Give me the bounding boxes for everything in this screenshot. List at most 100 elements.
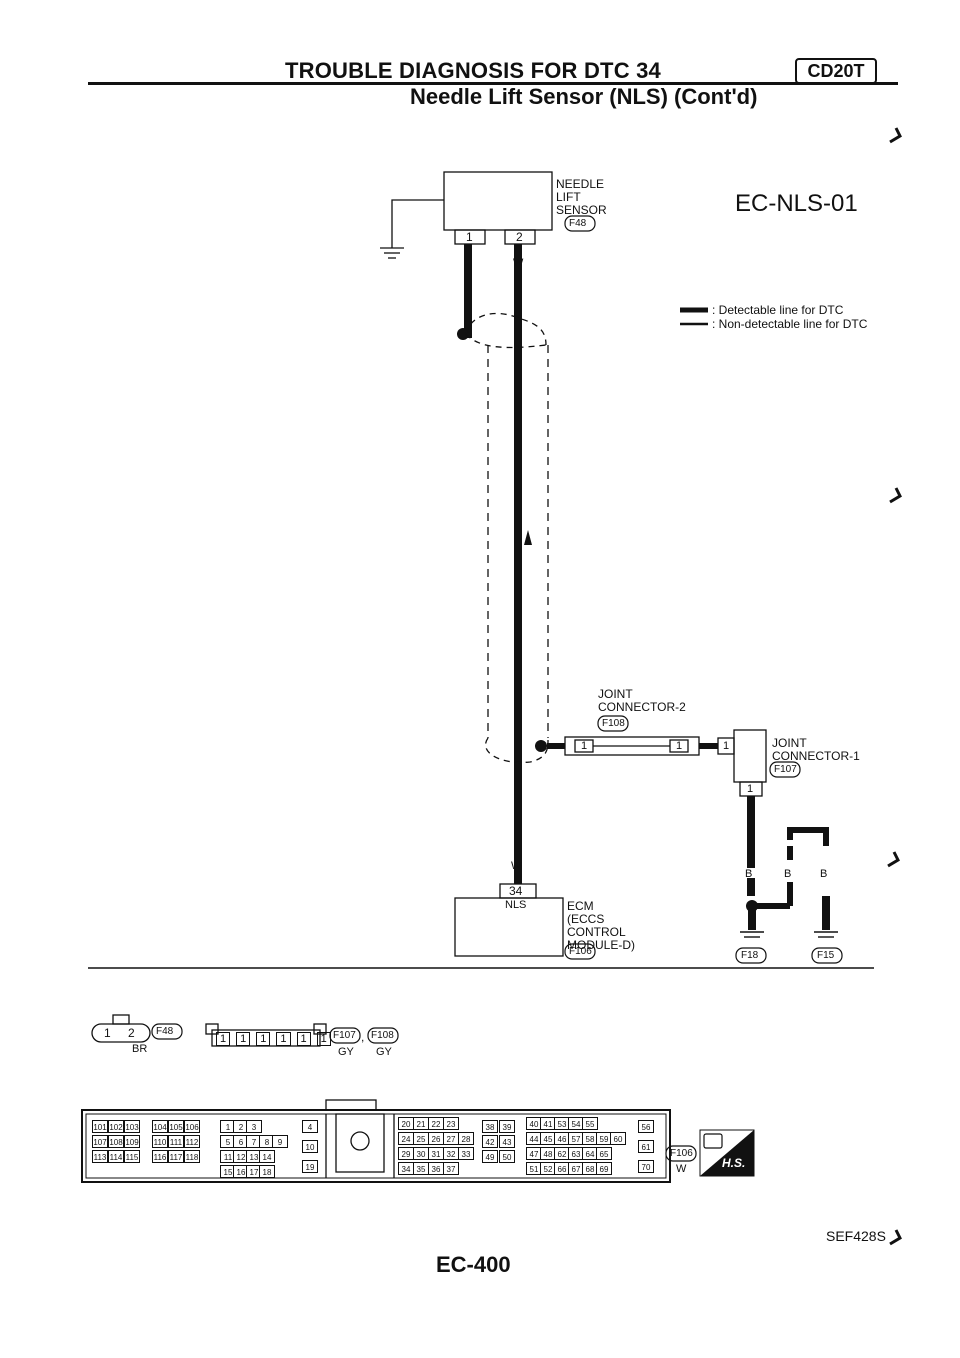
f48-connector-shape: [91, 1023, 151, 1043]
shield-drain-wire: [464, 244, 472, 338]
joint1-pin-bottom: 1: [747, 783, 754, 795]
ecm-pin-cell: 113: [92, 1150, 108, 1163]
ecm-pin-cell: 70: [638, 1160, 654, 1173]
ecm-pin-cell: 116: [152, 1150, 168, 1163]
page-subtitle: Needle Lift Sensor (NLS) (Cont'd): [410, 84, 758, 109]
ground-f15-id: F15: [817, 950, 835, 961]
ecm-pin-cell: 43: [499, 1135, 515, 1148]
joint2-label: JOINT CONNECTOR-2: [598, 687, 686, 714]
ecm-pin-cell: 117: [168, 1150, 184, 1163]
ecm-pin-cell: 107: [92, 1135, 108, 1148]
f106-tag-shape: [564, 943, 596, 960]
f48-connector-key: [112, 1014, 130, 1025]
f107-pin: 1: [296, 1032, 311, 1046]
f48-pin-1: 1: [104, 1026, 111, 1040]
f48-view-tag-shape: [151, 1023, 183, 1040]
ecm-pin-cell: 14: [259, 1150, 275, 1163]
f48-tag-shape: [564, 215, 596, 232]
sensor-pin2: 2: [516, 230, 523, 244]
ecm-pin-cell: 38: [482, 1120, 498, 1133]
margin-mark-2: [889, 487, 902, 504]
f107-view-sep: ,: [361, 1030, 365, 1044]
margin-mark-4: [889, 1229, 902, 1246]
f107-pin: 1: [216, 1032, 231, 1046]
hs-icon: [700, 1130, 754, 1176]
ecm-pin-cell: 32: [443, 1147, 459, 1160]
ecm-pin-cell: 26: [428, 1132, 444, 1145]
ecm-pin-label: NLS: [505, 899, 527, 911]
margin-mark-3: [887, 851, 900, 868]
ecm-pin-cell: 64: [582, 1147, 598, 1160]
header-rule: [88, 82, 898, 85]
ecm-connector-bolt: [350, 1131, 370, 1151]
ecm-pin-cell: 9: [272, 1135, 288, 1148]
ecm-pin-cell: 18: [259, 1165, 275, 1178]
joint2-connector-id: F108: [602, 718, 625, 729]
sensor-pin1: 1: [466, 230, 473, 244]
ecm-wire-color: W: [511, 860, 522, 872]
ecm-pin-cell: 55: [582, 1117, 598, 1130]
f48-view-id: F48: [156, 1026, 174, 1037]
sensor-wire-color: W: [513, 257, 524, 269]
f48-color: BR: [132, 1043, 148, 1055]
ecm-pin-cell: 65: [596, 1147, 612, 1160]
joint1-box: [733, 729, 767, 783]
ecm-pin-cell: 111: [168, 1135, 184, 1148]
joint2-pin-left: 1: [581, 740, 588, 752]
ecm-pin-cell: 110: [152, 1135, 168, 1148]
shield-splice-top: [457, 328, 469, 340]
ecm-pin-box: [499, 883, 537, 899]
ecm-pin-cell: 109: [124, 1135, 140, 1148]
f48-pin-2: 2: [128, 1026, 135, 1040]
ecm-pin-cell: 53: [554, 1117, 570, 1130]
f107-view-id: F107: [333, 1030, 356, 1041]
ecm-pin-cell: 30: [413, 1147, 429, 1160]
ecm-pin-cell: 105: [168, 1120, 184, 1133]
ecm-pin-cell: 63: [568, 1147, 584, 1160]
f108-view-id: F108: [371, 1030, 394, 1041]
ecm-pin-cell: 104: [152, 1120, 168, 1133]
ecm-pin-cell: 37: [443, 1162, 459, 1175]
ecm-pin-cell: 23: [443, 1117, 459, 1130]
f108-color: GY: [376, 1046, 392, 1058]
diagram-code: EC-NLS-01: [735, 190, 858, 217]
ecm-pin-cell: 15: [220, 1165, 236, 1178]
f107-pin: 1: [316, 1032, 331, 1046]
ecm-pin-cell: 35: [413, 1162, 429, 1175]
ground-f18-id: F18: [741, 950, 759, 961]
legend-nondetectable: : Non-detectable line for DTC: [712, 317, 868, 331]
ecm-pin-cell: 118: [184, 1150, 200, 1163]
ecm-connector-center: [335, 1113, 385, 1173]
ecm-pin-cell: 50: [499, 1150, 515, 1163]
ground-b3: B: [820, 868, 828, 880]
ecm-pin-cell: 39: [499, 1120, 515, 1133]
ecm-pin-cell: 103: [124, 1120, 140, 1133]
f108-tag-shape: [597, 715, 629, 732]
page-title: TROUBLE DIAGNOSIS FOR DTC 34: [285, 58, 661, 83]
f107-pin: 1: [256, 1032, 271, 1046]
ecm-view-color: W: [676, 1163, 687, 1175]
ecm-pin-cell: 51: [526, 1162, 542, 1175]
sensor-label: NEEDLE LIFT SENSOR: [556, 177, 607, 217]
ecm-pin-cell: 61: [638, 1140, 654, 1153]
joint1-label: JOINT CONNECTOR-1: [772, 736, 860, 763]
ecm-pin-cell: 28: [458, 1132, 474, 1145]
f107-color: GY: [338, 1046, 354, 1058]
joint2-pin-right: 1: [676, 740, 683, 752]
ecm-connector-latch: [325, 1099, 377, 1111]
ecm-pin-cell: 49: [482, 1150, 498, 1163]
ecm-pin-cell: 20: [398, 1117, 414, 1130]
ecm-pin-cell: 34: [398, 1162, 414, 1175]
page-number: EC-400: [436, 1252, 511, 1277]
f107-connector-key-right: [313, 1023, 327, 1035]
legend-detectable: : Detectable line for DTC: [712, 303, 844, 317]
ecm-pin-cell: 21: [413, 1117, 429, 1130]
ecm-pin-cell: 108: [108, 1135, 124, 1148]
ecm-pin: 34: [509, 884, 523, 898]
sensor-shield-wire: [391, 199, 444, 248]
margin-mark-1: [889, 127, 902, 144]
ecm-pin-cell: 4: [302, 1120, 318, 1133]
shield-top-arc-lower: [465, 333, 547, 349]
ecm-pin-cell: 22: [428, 1117, 444, 1130]
